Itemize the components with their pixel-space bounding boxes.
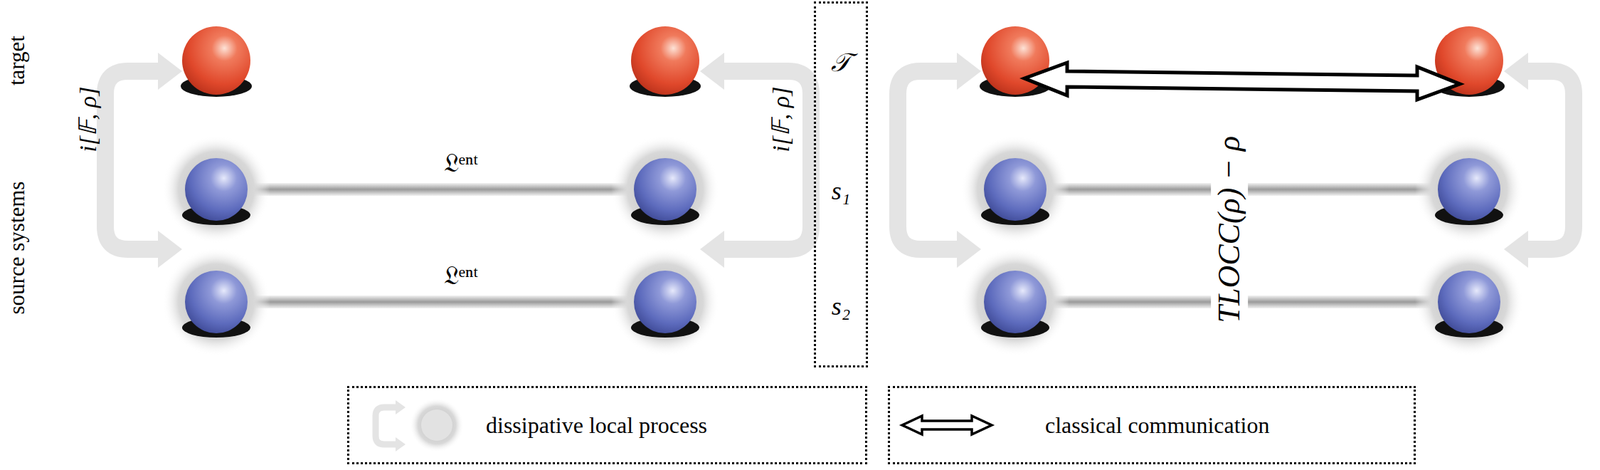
source-ball xyxy=(961,135,1070,244)
process-label: i[𝔽, ρ] xyxy=(74,86,102,153)
target-ball xyxy=(629,26,701,97)
row-label: target xyxy=(4,35,30,86)
source-ball xyxy=(611,135,720,244)
process-arrow xyxy=(1526,71,1574,249)
legend-text: classical communication xyxy=(1045,411,1270,439)
system-symbol: 𝒯 xyxy=(830,49,851,78)
process-arrow xyxy=(897,71,960,249)
entanglement-label: 𝔏ᵉⁿᵗ xyxy=(443,261,479,291)
source-ball xyxy=(611,247,720,356)
source-ball xyxy=(1415,135,1524,244)
legend-glow xyxy=(409,397,464,452)
legend-process-arrow xyxy=(375,406,399,444)
arrow-head xyxy=(395,436,406,452)
arrow-head xyxy=(956,230,982,268)
process-arrow xyxy=(722,71,812,249)
entanglement-bar xyxy=(216,295,666,309)
dotted-box: 𝒯s₁ s₂ xyxy=(813,1,868,368)
legend-communication-arrow xyxy=(902,415,992,434)
source-ball xyxy=(162,135,271,244)
source-ball xyxy=(162,247,271,356)
arrow-head xyxy=(700,52,725,90)
legend-sphere xyxy=(421,409,453,441)
row-label: source systems xyxy=(4,181,30,315)
target-ball xyxy=(180,26,252,97)
arrow-head xyxy=(700,230,725,268)
process-label: i[𝔽, ρ] xyxy=(767,86,794,153)
source-ball xyxy=(1415,247,1524,356)
process-arrow xyxy=(105,71,161,249)
entanglement-bar xyxy=(216,182,666,196)
system-symbol: s₂ xyxy=(831,292,851,321)
legend-text: dissipative local process xyxy=(485,411,708,439)
arrow-head xyxy=(157,230,183,268)
legend-box: classical communication xyxy=(887,385,1416,464)
source-ball xyxy=(961,247,1070,356)
arrow-head xyxy=(157,52,183,90)
communication-arrow xyxy=(1024,62,1460,100)
legend-box: dissipative local process xyxy=(347,385,868,464)
arrow-head xyxy=(956,52,982,90)
entanglement-label: 𝔏ᵉⁿᵗ xyxy=(443,149,479,178)
arrow-head xyxy=(1503,52,1529,90)
system-symbol: s₁ xyxy=(831,177,851,206)
map-label: TLOCC(ρ) − ρ xyxy=(1210,130,1248,329)
arrow-head xyxy=(395,399,406,415)
arrow-head xyxy=(1503,230,1529,268)
